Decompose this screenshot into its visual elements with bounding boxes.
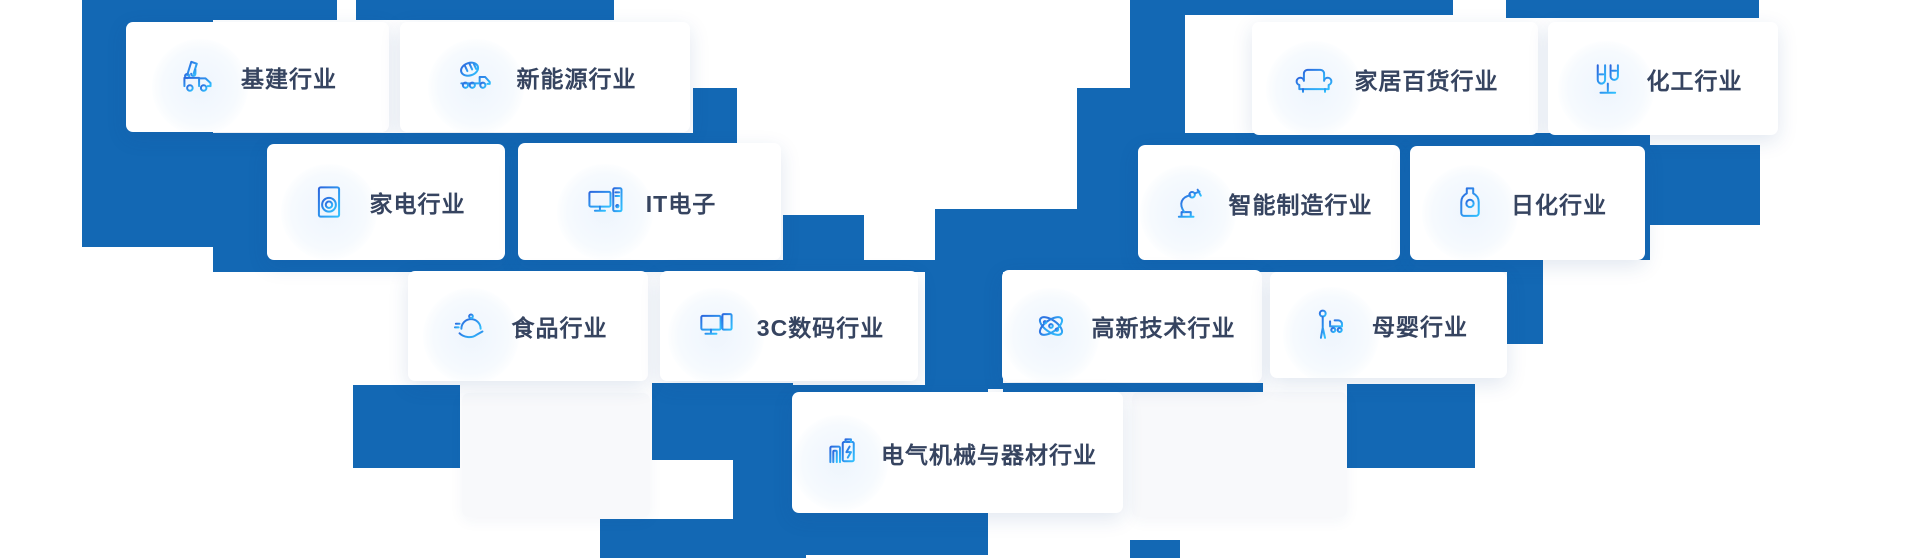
industry-card-high-tech[interactable]: 高新技术行业 bbox=[1002, 270, 1262, 382]
food-cloche-icon bbox=[422, 288, 519, 381]
mosaic-tile bbox=[1003, 383, 1263, 392]
industry-card-home-goods[interactable]: 家居百货行业 bbox=[1252, 22, 1538, 135]
industry-card-label: 化工行业 bbox=[1646, 67, 1743, 94]
industry-card-infrastructure[interactable]: 基建行业 bbox=[126, 22, 389, 132]
crane-truck-icon bbox=[152, 39, 248, 132]
mosaic-tile bbox=[600, 519, 806, 558]
mosaic-tile bbox=[1347, 384, 1475, 468]
mosaic-tile bbox=[353, 385, 460, 468]
industry-card-new-energy[interactable]: 新能源行业 bbox=[400, 22, 690, 132]
test-tubes-icon bbox=[1557, 40, 1654, 135]
industry-card-label: IT电子 bbox=[645, 190, 717, 217]
mosaic-tile bbox=[693, 88, 737, 145]
industry-card-label: 家电行业 bbox=[369, 191, 466, 217]
sofa-icon bbox=[1265, 40, 1362, 135]
industry-card-food[interactable]: 食品行业 bbox=[408, 271, 648, 381]
industry-card-label: 智能制造行业 bbox=[1228, 191, 1373, 218]
mixer-truck-icon bbox=[427, 39, 524, 132]
industry-card-chemical[interactable]: 化工行业 bbox=[1548, 22, 1778, 135]
mother-baby-icon bbox=[1283, 287, 1379, 378]
mosaic-tile bbox=[356, 0, 614, 20]
mosaic-tile bbox=[925, 260, 1003, 389]
cosmetic-bottle-icon bbox=[1422, 165, 1518, 260]
mosaic-tile bbox=[1650, 145, 1760, 225]
robot-arm-icon bbox=[1139, 164, 1236, 260]
dual-monitor-icon bbox=[667, 288, 764, 381]
mosaic-tile bbox=[213, 260, 925, 272]
mosaic-tile bbox=[1130, 0, 1185, 145]
industry-card-home-appliance[interactable]: 家电行业 bbox=[267, 144, 505, 260]
industry-card-daily-chemical[interactable]: 日化行业 bbox=[1410, 146, 1645, 260]
industry-card-label: 电气机械与器材行业 bbox=[881, 441, 1097, 468]
industry-card-label: 新能源行业 bbox=[516, 66, 637, 92]
industry-card-it-electronics[interactable]: IT电子 bbox=[518, 143, 781, 260]
mosaic-tile bbox=[783, 215, 864, 260]
atom-icon bbox=[1002, 288, 1099, 382]
washing-machine-icon bbox=[280, 164, 377, 260]
mosaic-tile bbox=[1000, 260, 1520, 272]
mosaic-tile bbox=[1507, 260, 1543, 344]
mosaic-tile bbox=[1506, 0, 1759, 18]
battery-cable-icon bbox=[792, 414, 888, 511]
industry-card-label: 食品行业 bbox=[511, 315, 608, 341]
empty-card bbox=[462, 393, 650, 517]
industry-card-label: 日化行业 bbox=[1511, 192, 1607, 218]
industry-card-label: 母婴行业 bbox=[1372, 314, 1468, 340]
industry-card-label: 高新技术行业 bbox=[1091, 315, 1236, 341]
mosaic-tile bbox=[1130, 540, 1180, 558]
empty-card bbox=[1132, 392, 1347, 517]
industry-card-electrical-machinery[interactable]: 电气机械与器材行业 bbox=[792, 392, 1123, 513]
industry-card-mother-baby[interactable]: 母婴行业 bbox=[1270, 272, 1507, 378]
industry-card-smart-manufacturing[interactable]: 智能制造行业 bbox=[1138, 145, 1400, 260]
industry-card-label: 3C数码行业 bbox=[756, 315, 885, 341]
industry-card-label: 基建行业 bbox=[241, 66, 337, 92]
mosaic-tile bbox=[935, 209, 1077, 260]
mosaic-tile bbox=[1130, 0, 1453, 15]
industry-card-label: 家居百货行业 bbox=[1354, 67, 1499, 94]
industry-card-3c-digital[interactable]: 3C数码行业 bbox=[660, 271, 918, 381]
desktop-computer-icon bbox=[556, 163, 653, 260]
